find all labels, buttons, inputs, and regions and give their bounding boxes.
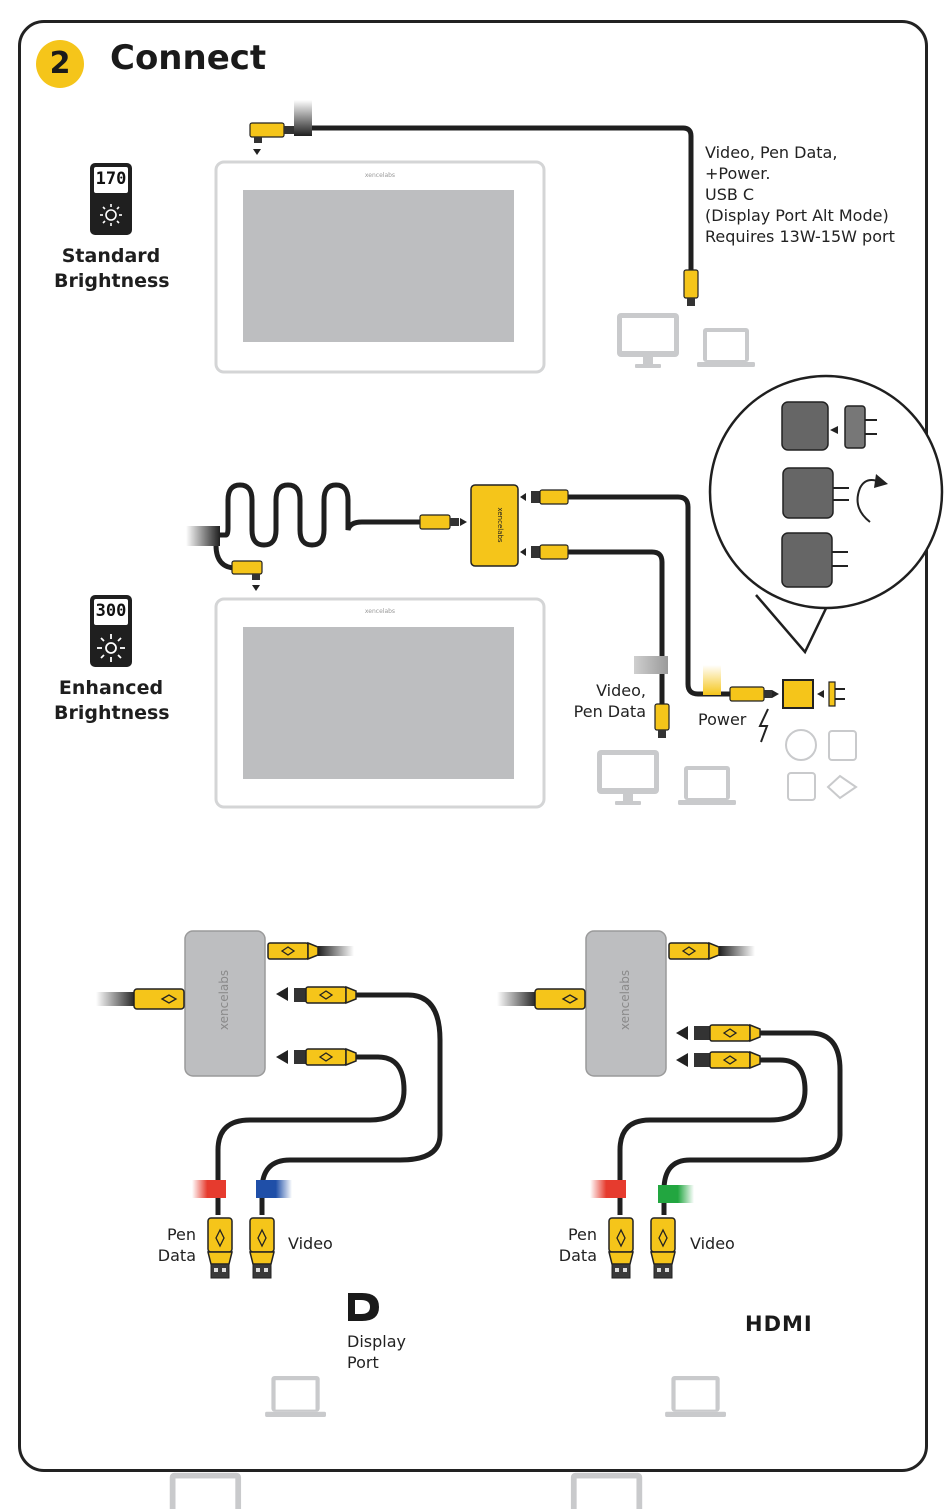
- usb-c-cable: [300, 125, 694, 270]
- video-cable: [566, 549, 665, 704]
- hdmi-logo: HDMI: [745, 1312, 813, 1336]
- standard-label-line2: Brightness: [54, 270, 170, 292]
- power-label: Power: [698, 710, 747, 729]
- enhanced-label-line2: Brightness: [54, 702, 170, 724]
- usb-c-plug: [654, 703, 670, 731]
- usb-a-plug: [608, 1217, 634, 1279]
- dp-pen-data-label: Pen Data: [150, 1224, 196, 1266]
- svg-text:xencelabs: xencelabs: [496, 507, 504, 543]
- plug-type-icons: [785, 729, 858, 801]
- usb-c-plug: [133, 988, 185, 1010]
- brightness-value-enhanced: 300: [95, 601, 127, 621]
- sun-bright-icon: [97, 634, 125, 662]
- desktop-computer-icon: [169, 1472, 242, 1509]
- pen-data-cable: [215, 1054, 407, 1215]
- standard-label-line1: Standard: [61, 245, 161, 267]
- displayport-section: xencelabs: [96, 930, 443, 1509]
- enhanced-brightness-section: xencelabs xencelabs: [90, 374, 944, 809]
- dp-pen-line2: Data: [157, 1246, 196, 1265]
- laptop-icon: [665, 1375, 726, 1417]
- usbc-note: Video, Pen Data, +Power. USB C (Display …: [705, 142, 895, 247]
- usbc-note-line1: Video, Pen Data,: [705, 143, 838, 162]
- arrow-down-icon: [252, 585, 260, 591]
- tablet-cable-coiled: [220, 482, 420, 548]
- desktop-computer-icon: [617, 313, 679, 368]
- hdmi-pen-line1: Pen: [567, 1225, 597, 1244]
- dp-logo-line1: Display: [347, 1332, 406, 1351]
- power-adapter: [782, 679, 814, 709]
- xencelabs-link-box: xencelabs: [470, 484, 519, 567]
- usb-c-right-angle-plug: [249, 122, 285, 138]
- hdmi-section: xencelabs: [497, 930, 843, 1509]
- plug-adapter-callout: [708, 374, 944, 655]
- hdmi-pen-data-label: Pen Data: [551, 1224, 597, 1266]
- standard-brightness-section: xencelabs: [90, 100, 755, 374]
- usbc-note-line5: Requires 13W-15W port: [705, 227, 895, 246]
- enhanced-label-line1: Enhanced: [58, 677, 164, 699]
- page-frame: [18, 20, 928, 1472]
- usbc-note-line3: USB C: [705, 185, 755, 204]
- desktop-computer-icon: [570, 1472, 643, 1509]
- hdmi-plug: [650, 1217, 676, 1279]
- dp-pen-line1: Pen: [166, 1225, 196, 1244]
- tablet-display-standard: xencelabs: [214, 160, 546, 374]
- usb-c-plug-hub-in: [419, 514, 459, 530]
- svg-text:xencelabs: xencelabs: [618, 970, 632, 1030]
- usb-c-plug: [683, 269, 699, 299]
- tablet-display-enhanced: xencelabs: [214, 597, 546, 809]
- svg-text:xencelabs: xencelabs: [365, 172, 395, 179]
- displayport-plug: [249, 1217, 275, 1279]
- video-cable: [259, 992, 443, 1215]
- pen-data-cable: [617, 1057, 808, 1215]
- hub-device: [585, 930, 667, 1077]
- lightning-icon: [758, 708, 769, 743]
- page-title: Connect: [110, 38, 267, 78]
- video-pen-data-label: Video, Pen Data: [572, 680, 646, 722]
- svg-text:xencelabs: xencelabs: [365, 608, 395, 615]
- brightness-value-standard: 170: [95, 169, 127, 189]
- usbc-note-line2: +Power.: [705, 164, 771, 183]
- video-label-line2: Pen Data: [573, 702, 646, 721]
- video-label-line1: Video,: [596, 681, 646, 700]
- hdmi-video-label: Video: [690, 1234, 735, 1253]
- desktop-computer-icon: [597, 750, 659, 805]
- displayport-logo: [348, 1293, 379, 1321]
- power-cable: [566, 494, 730, 697]
- usb-c-plug: [534, 988, 586, 1010]
- step-number-badge: 2: [36, 40, 84, 88]
- laptop-icon: [265, 1375, 326, 1417]
- video-cable: [661, 1030, 843, 1215]
- hub-device: [184, 930, 266, 1077]
- svg-text:xencelabs: xencelabs: [217, 970, 231, 1030]
- usbc-note-line4: (Display Port Alt Mode): [705, 206, 889, 225]
- usb-a-plug: [207, 1217, 233, 1279]
- enhanced-brightness-label: Enhanced Brightness: [54, 676, 170, 726]
- hdmi-pen-line2: Data: [558, 1246, 597, 1265]
- displayport-logo-text: Display Port: [347, 1331, 406, 1373]
- dp-video-label: Video: [288, 1234, 333, 1253]
- laptop-icon: [678, 766, 736, 805]
- sun-icon: [100, 204, 122, 226]
- standard-brightness-label: Standard Brightness: [54, 244, 170, 294]
- laptop-icon: [697, 328, 755, 367]
- dp-logo-line2: Port: [347, 1353, 379, 1372]
- arrow-down-icon: [253, 149, 261, 155]
